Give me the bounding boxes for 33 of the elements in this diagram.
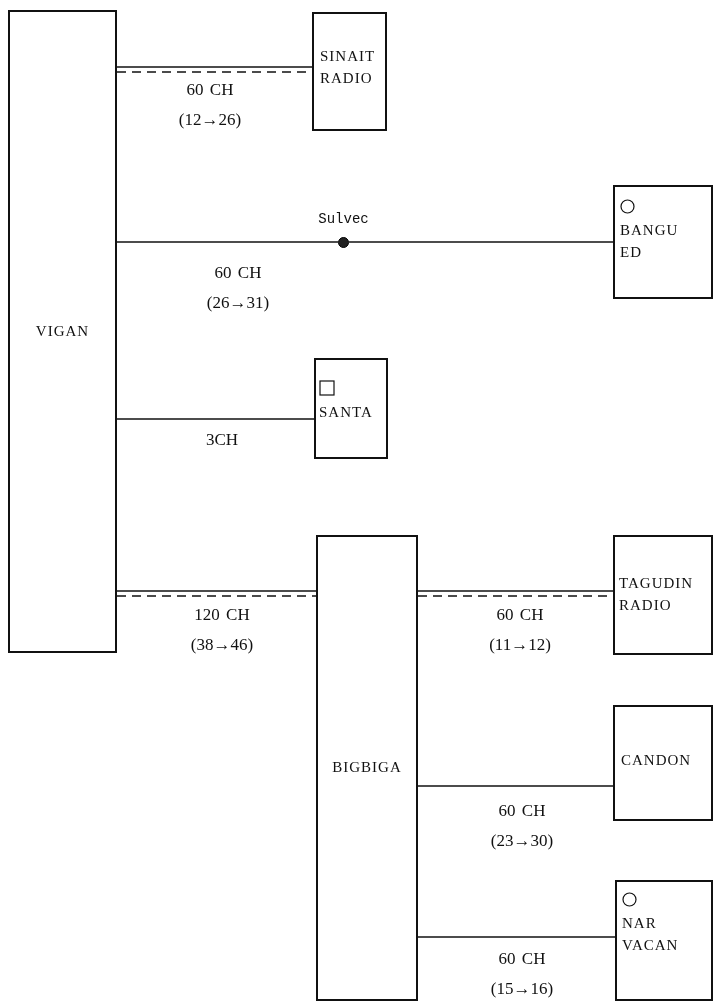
station-name: TAGUDIN RADIO [619,574,695,615]
station-name: VIGAN [35,321,90,341]
connector-line [417,936,616,938]
station-name: CANDON [621,751,692,771]
connector-line [348,241,614,243]
connector-line [116,241,339,243]
station-name: BANGU ED [620,221,680,262]
station-name: SANTA [319,403,373,422]
station-box [615,880,713,1001]
edge-label: 60 CH (11→12) [488,604,552,656]
edge-label: 60 CH (23→30) [489,800,555,852]
double-line-connector [417,590,614,597]
station-name: BIGBIGA [332,758,402,778]
edge-label: 120 CH (38→46) [189,604,255,656]
station-box [613,535,713,655]
connector-line [417,785,614,787]
station-box [613,185,713,299]
station-box [613,705,713,821]
double-line-connector [116,590,317,597]
station-box [312,12,387,131]
repeater-label: Sulvec [318,211,369,227]
station-name: SINAIT RADIO [320,46,376,88]
station-box [316,535,418,1001]
station-name: NAR VACAN [622,914,678,955]
double-line-connector [116,66,313,73]
edge-label: 60 CH (15→16) [489,948,555,1000]
connector-line [116,418,315,420]
repeater-dot [338,237,349,248]
station-box [8,10,117,653]
station-box [314,358,388,459]
edge-label: 60 CH (26→31) [205,262,271,314]
edge-label: 60 CH (12→26) [177,79,243,131]
edge-label: 3CH [204,429,240,451]
